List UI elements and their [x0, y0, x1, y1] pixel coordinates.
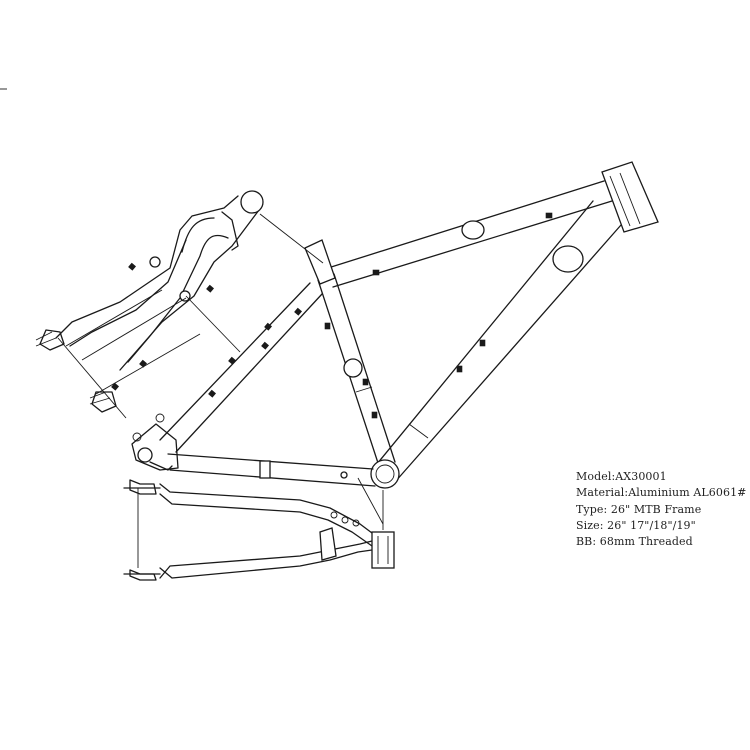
head-tube	[601, 161, 659, 233]
spec-size: Size: 26" 17"/18"/19"	[576, 518, 696, 532]
main-frame	[131, 161, 659, 489]
fork-dropout-right	[89, 391, 117, 413]
top-tube	[327, 180, 613, 288]
fork	[35, 190, 264, 413]
seat-stay	[159, 282, 323, 453]
seat-tube	[304, 239, 396, 467]
spec-block: Model:AX30001 Material:Aluminium AL6061#…	[576, 469, 746, 550]
spec-bb: BB: 68mm Threaded	[576, 535, 693, 549]
spec-type: Type: 26" MTB Frame	[576, 502, 702, 516]
spec-material: Material:Aluminium AL6061#	[576, 486, 747, 500]
rear-dropout	[131, 413, 179, 471]
dimension-lines	[57, 213, 384, 530]
bottom-bracket	[370, 459, 400, 489]
rear-triangle-top-view	[123, 479, 395, 581]
chain-stay	[167, 453, 376, 487]
down-tube	[371, 200, 622, 483]
fork-dropout-left	[35, 329, 65, 351]
spec-model: Model:AX30001	[576, 470, 667, 483]
